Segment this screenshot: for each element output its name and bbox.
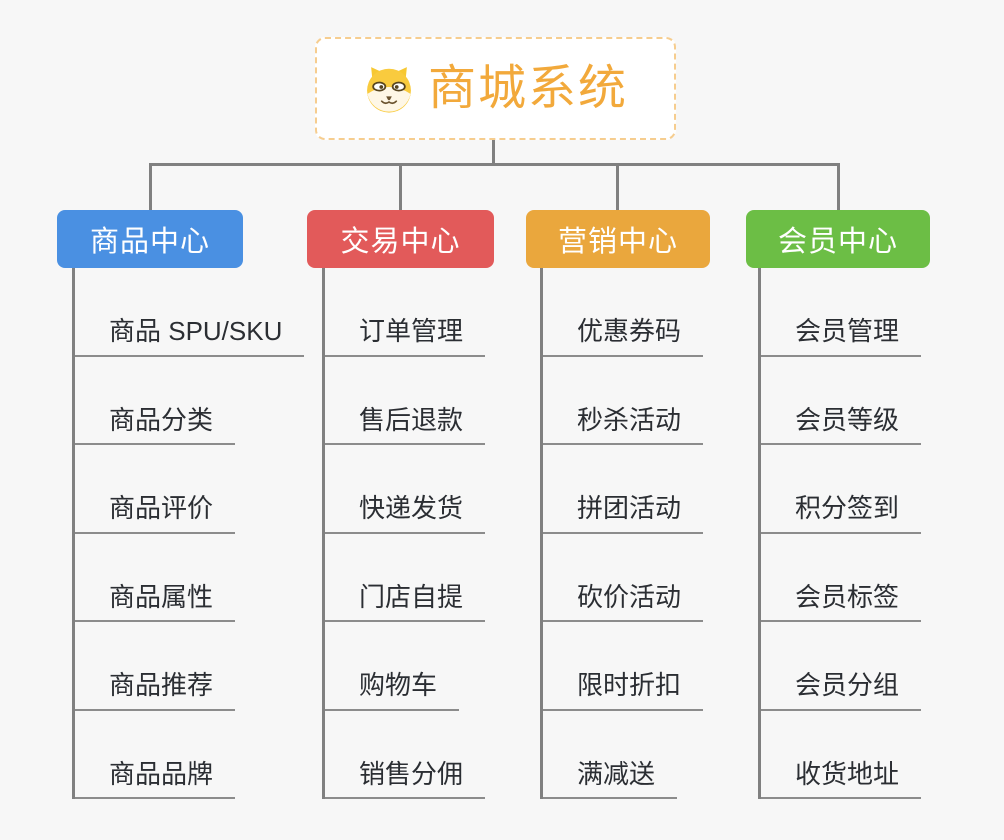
leaf-item[interactable]: 优惠券码 (543, 316, 704, 357)
leaf-item[interactable]: 售后退款 (325, 405, 486, 445)
leaf-item[interactable]: 商品推荐 (75, 670, 236, 711)
connector-drop-member (837, 163, 840, 210)
leaf-item[interactable]: 商品分类 (75, 405, 236, 445)
leaf-column-member: 会员管理 会员等级 积分签到 会员标签 会员分组 收货地址 (758, 268, 922, 799)
branch-product-center[interactable]: 商品中心 (57, 210, 243, 268)
branch-marketing-center[interactable]: 营销中心 (526, 210, 710, 268)
leaf-item[interactable]: 拼团活动 (543, 493, 704, 534)
leaf-item[interactable]: 秒杀活动 (543, 405, 704, 445)
leaf-item[interactable]: 商品属性 (75, 582, 236, 622)
branch-trade-center[interactable]: 交易中心 (307, 210, 494, 268)
connector-drop-product (149, 163, 152, 210)
leaf-item[interactable]: 快递发货 (325, 493, 486, 534)
leaf-item[interactable]: 限时折扣 (543, 670, 704, 711)
leaf-item[interactable]: 商品品牌 (75, 759, 236, 799)
leaf-item[interactable]: 砍价活动 (543, 582, 704, 622)
leaf-item[interactable]: 会员标签 (761, 582, 922, 622)
leaf-item[interactable]: 会员等级 (761, 405, 922, 445)
leaf-item[interactable]: 收货地址 (761, 759, 922, 799)
leaf-item[interactable]: 订单管理 (325, 316, 486, 357)
leaf-item[interactable]: 会员分组 (761, 670, 922, 711)
leaf-item[interactable]: 购物车 (325, 670, 460, 711)
leaf-item[interactable]: 满减送 (543, 759, 678, 799)
doge-icon (367, 66, 411, 113)
connector-root-trunk (492, 140, 495, 165)
leaf-item[interactable]: 门店自提 (325, 582, 486, 622)
connector-drop-marketing (616, 163, 619, 210)
leaf-column-product: 商品 SPU/SKU 商品分类 商品评价 商品属性 商品推荐 商品品牌 (72, 268, 305, 799)
connector-drop-trade (399, 163, 402, 210)
root-title: 商城系统 (427, 61, 628, 115)
leaf-item[interactable]: 商品 SPU/SKU (75, 316, 305, 357)
leaf-item[interactable]: 商品评价 (75, 493, 236, 534)
root-node[interactable]: 商城系统 (315, 37, 676, 140)
connector-horizontal-bar (149, 163, 840, 166)
leaf-item[interactable]: 积分签到 (761, 493, 922, 534)
leaf-column-marketing: 优惠券码 秒杀活动 拼团活动 砍价活动 限时折扣 满减送 (540, 268, 704, 799)
leaf-column-trade: 订单管理 售后退款 快递发货 门店自提 购物车 销售分佣 (322, 268, 486, 799)
branch-member-center[interactable]: 会员中心 (746, 210, 930, 268)
leaf-item[interactable]: 会员管理 (761, 316, 922, 357)
leaf-item[interactable]: 销售分佣 (325, 759, 486, 799)
